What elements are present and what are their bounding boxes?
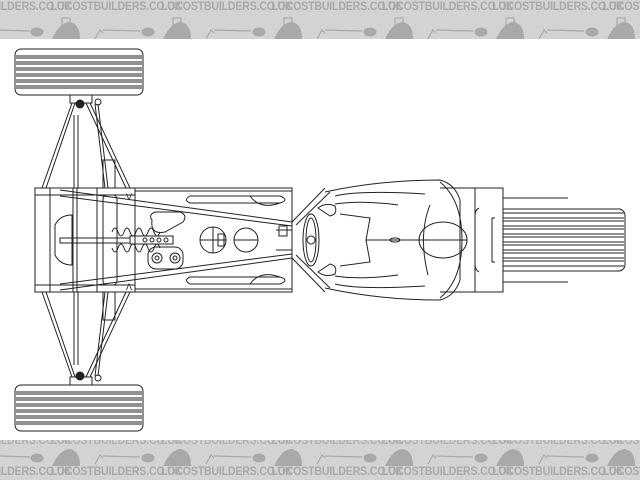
watermark-text-row: LOCOSTBUILDERS.CO.UKLOCOSTBUILDERS.CO.UK… bbox=[0, 440, 640, 447]
watermark-text: LOCOSTBUILDERS.CO.UK bbox=[0, 466, 72, 478]
spring-icon bbox=[111, 227, 161, 253]
rear-tire-icon bbox=[503, 197, 626, 283]
watermark-text: LOCOSTBUILDERS.CO.UK bbox=[492, 440, 624, 447]
watermark-text: LOCOSTBUILDERS.CO.UK bbox=[381, 1, 514, 13]
watermark-text-row: LOCOSTBUILDERS.CO.UKLOCOSTBUILDERS.CO.UK… bbox=[0, 466, 640, 478]
watermark-text: LOCOSTBUILDERS.CO.UK bbox=[0, 440, 72, 447]
watermark-text: LOCOSTBUILDERS.CO.UK bbox=[271, 466, 403, 478]
svg-text:V: V bbox=[126, 192, 132, 202]
watermark-text: LOCOSTBUILDERS.CO.UK bbox=[50, 440, 183, 447]
tire-bottom-icon bbox=[14, 384, 144, 432]
steering-wheel-icon bbox=[302, 213, 320, 267]
watermark-car-silhouettes-icon bbox=[0, 449, 635, 466]
watermark-text: LOCOSTBUILDERS.CO.UK bbox=[492, 1, 624, 13]
watermark-text: LOCOSTBUILDERS.CO.UK bbox=[161, 1, 293, 13]
watermark-text: LOCOSTBUILDERS.CO.UK bbox=[161, 440, 293, 447]
watermark-text: LOCOSTBUILDERS.CO.UK bbox=[271, 1, 403, 13]
watermark-text: LOCOSTBUILDERS.CO.UK bbox=[602, 1, 640, 13]
tire-top-icon bbox=[14, 48, 144, 96]
watermark-text: LOCOSTBUILDERS.CO.UK bbox=[381, 440, 514, 447]
chassis-drawing: V Λ bbox=[14, 48, 626, 432]
watermark-text: LOCOSTBUILDERS.CO.UK bbox=[602, 466, 640, 478]
watermark-text: LOCOSTBUILDERS.CO.UK bbox=[492, 466, 624, 478]
watermark-text: LOCOSTBUILDERS.CO.UK bbox=[161, 466, 293, 478]
watermark-car-silhouettes-icon bbox=[0, 17, 635, 39]
watermark-text: LOCOSTBUILDERS.CO.UK bbox=[50, 466, 183, 478]
watermark-text: LOCOSTBUILDERS.CO.UK bbox=[381, 466, 514, 478]
svg-text:Λ: Λ bbox=[126, 282, 132, 292]
watermark-text: LOCOSTBUILDERS.CO.UK bbox=[271, 440, 403, 447]
watermark-text: LOCOSTBUILDERS.CO.UK bbox=[602, 440, 640, 447]
watermark-banner-top: LOCOSTBUILDERS.CO.UKLOCOSTBUILDERS.CO.UK… bbox=[0, 0, 640, 39]
watermark-text-row: LOCOSTBUILDERS.CO.UKLOCOSTBUILDERS.CO.UK… bbox=[0, 1, 640, 13]
watermark-banner-bottom: LOCOSTBUILDERS.CO.UKLOCOSTBUILDERS.CO.UK… bbox=[0, 440, 640, 480]
watermark-text: LOCOSTBUILDERS.CO.UK bbox=[50, 1, 183, 13]
